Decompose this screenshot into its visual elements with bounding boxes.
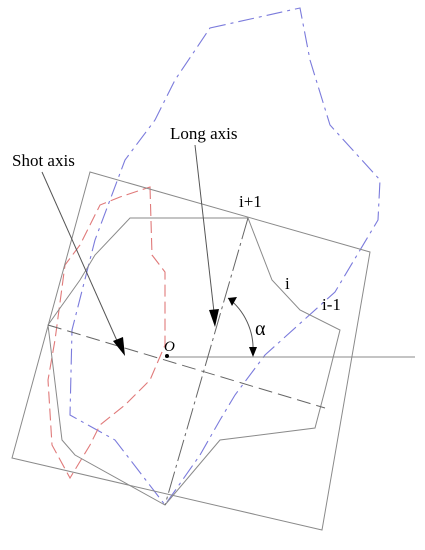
long-axis-label: Long axis (170, 124, 238, 143)
long-axis-arrowhead (209, 309, 219, 327)
short-axis-line (47, 324, 326, 409)
short-axis-leader (41, 171, 119, 344)
vertex-label-i-minus-1: i-1 (322, 295, 341, 314)
vertex-label-i: i (285, 274, 290, 293)
long-axis-line (164, 217, 249, 506)
short-axis-arrowhead (113, 337, 125, 356)
bounding-rectangle (11, 171, 371, 531)
origin-label: O (164, 339, 175, 355)
origin-point (165, 354, 169, 358)
vertex-label-i-plus-1: i+1 (239, 192, 262, 211)
short-axis-label: Shot axis (12, 151, 75, 170)
angle-label: α (255, 318, 266, 340)
angle-arrowhead-bottom (249, 347, 257, 357)
long-axis-leader (194, 144, 215, 313)
particle-outline (47, 217, 341, 506)
blue-dashed-outline (69, 7, 381, 506)
angle-arrowhead-top (228, 297, 237, 306)
angle-arc (227, 297, 254, 353)
red-dashed-outline (47, 186, 166, 480)
